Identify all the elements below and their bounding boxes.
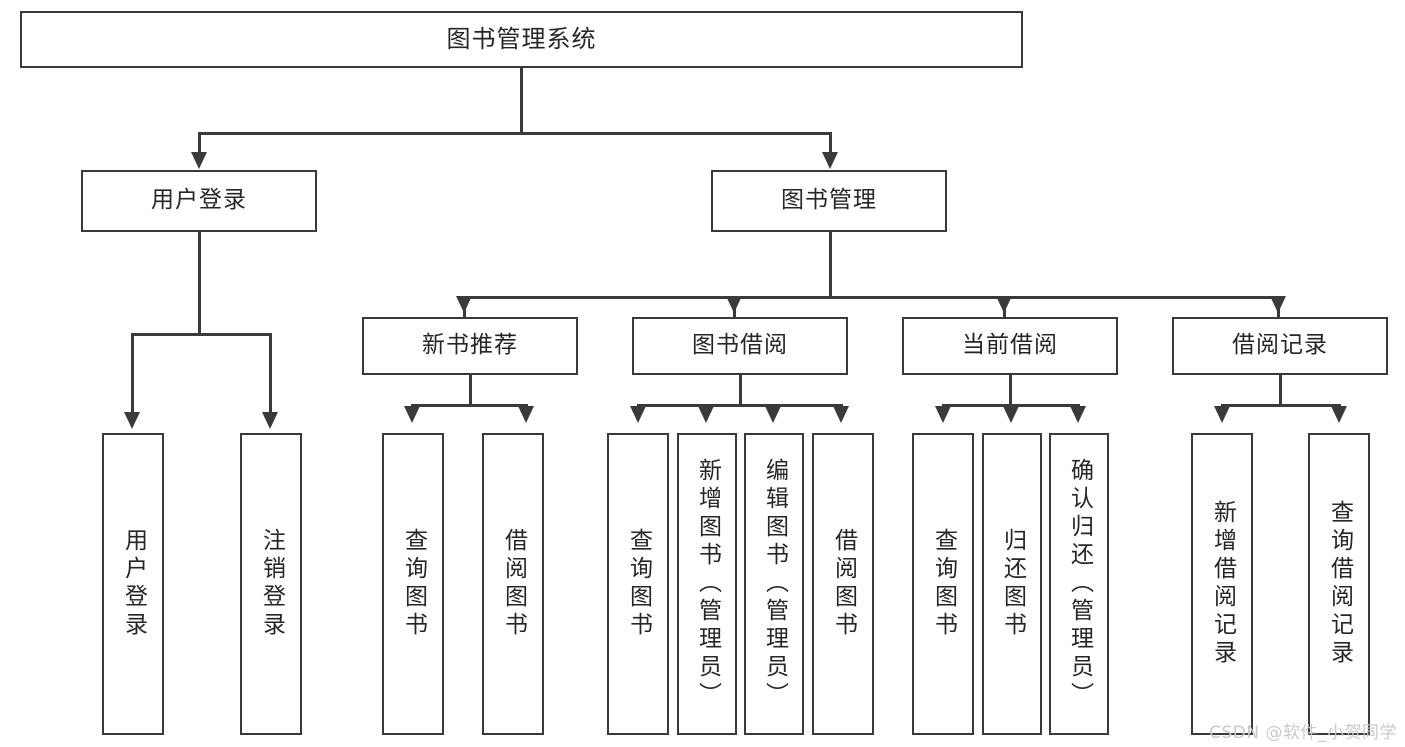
- leaf-user-login-logout[interactable]: 注销登录: [240, 433, 302, 735]
- arrow-cb-to-leaf-2: [1003, 406, 1019, 423]
- leaf-label: 借阅图书: [500, 528, 527, 640]
- connector-borrow-record-bus: [1221, 404, 1340, 407]
- arrow-bm-to-book-borrow: [726, 296, 742, 313]
- leaf-label: 新增图书（管理员）: [694, 458, 721, 710]
- leaf-book-borrow-edit-book-admin[interactable]: 编辑图书（管理员）: [744, 433, 804, 735]
- connector-book-borrow-stem: [739, 375, 742, 406]
- leaf-label: 新增借阅记录: [1209, 500, 1236, 668]
- arrow-bb-to-leaf-2: [698, 406, 714, 423]
- arrow-cb-to-leaf-3: [1070, 406, 1086, 423]
- arrow-bb-to-leaf-1: [630, 406, 646, 423]
- node-current-borrow[interactable]: 当前借阅: [902, 317, 1118, 375]
- leaf-label: 注销登录: [258, 528, 285, 640]
- connector-new-book-bus: [411, 404, 528, 407]
- node-label: 图书管理: [781, 187, 877, 214]
- node-label: 图书管理系统: [446, 25, 597, 54]
- connector-book-management-stem: [829, 232, 832, 298]
- leaf-book-borrow-query-book[interactable]: 查询图书: [607, 433, 669, 735]
- connector-user-login-bus: [131, 333, 272, 336]
- connector-user-login-to-leaf-2: [269, 333, 272, 413]
- node-borrow-record[interactable]: 借阅记录: [1172, 317, 1388, 375]
- leaf-book-borrow-borrow-book[interactable]: 借阅图书: [812, 433, 874, 735]
- arrow-user-login-to-leaf-1: [124, 412, 140, 429]
- arrow-bm-to-new-book: [456, 296, 472, 313]
- arrow-nb-to-leaf-1: [404, 406, 420, 423]
- leaf-user-login-login[interactable]: 用户登录: [102, 433, 164, 735]
- leaf-label: 查询图书: [400, 528, 427, 640]
- leaf-label: 确认归还（管理员）: [1066, 458, 1093, 710]
- node-label: 新书推荐: [422, 332, 518, 359]
- node-label: 借阅记录: [1232, 332, 1328, 359]
- node-new-book-recommend[interactable]: 新书推荐: [362, 317, 578, 375]
- node-label: 用户登录: [151, 187, 247, 214]
- arrow-bb-to-leaf-4: [833, 406, 849, 423]
- leaf-borrow-record-query-record[interactable]: 查询借阅记录: [1308, 433, 1370, 735]
- leaf-current-borrow-query-book[interactable]: 查询图书: [912, 433, 974, 735]
- leaf-label: 归还图书: [999, 528, 1026, 640]
- connector-root-bus: [198, 132, 832, 135]
- node-book-borrow[interactable]: 图书借阅: [632, 317, 848, 375]
- leaf-book-borrow-add-book-admin[interactable]: 新增图书（管理员）: [677, 433, 737, 735]
- leaf-borrow-record-add-record[interactable]: 新增借阅记录: [1191, 433, 1253, 735]
- arrow-bm-to-borrow-record: [1270, 296, 1286, 313]
- connector-user-login-to-leaf-1: [131, 333, 134, 413]
- connector-root-stem: [520, 68, 523, 134]
- node-book-management[interactable]: 图书管理: [711, 170, 947, 232]
- arrow-root-to-user-login: [191, 152, 207, 169]
- leaf-label: 查询图书: [930, 528, 957, 640]
- leaf-label: 借阅图书: [830, 528, 857, 640]
- node-user-login[interactable]: 用户登录: [81, 170, 317, 232]
- connector-current-borrow-stem: [1009, 375, 1012, 406]
- arrow-bb-to-leaf-3: [765, 406, 781, 423]
- node-root-book-management-system[interactable]: 图书管理系统: [20, 11, 1023, 68]
- connector-book-management-bus: [463, 296, 1277, 299]
- node-label: 图书借阅: [692, 332, 788, 359]
- node-label: 当前借阅: [962, 332, 1058, 359]
- connector-new-book-stem: [469, 375, 472, 406]
- arrow-user-login-to-leaf-2: [262, 412, 278, 429]
- connector-user-login-stem: [198, 232, 201, 335]
- leaf-current-borrow-return-book[interactable]: 归还图书: [982, 433, 1042, 735]
- leaf-label: 查询借阅记录: [1326, 500, 1353, 668]
- arrow-root-to-book-management: [822, 152, 838, 169]
- leaf-label: 编辑图书（管理员）: [761, 458, 788, 710]
- connector-book-borrow-bus: [637, 404, 843, 407]
- arrow-br-to-leaf-2: [1331, 406, 1347, 423]
- leaf-current-borrow-confirm-return-admin[interactable]: 确认归还（管理员）: [1049, 433, 1109, 735]
- leaf-label: 查询图书: [625, 528, 652, 640]
- arrow-nb-to-leaf-2: [518, 406, 534, 423]
- arrow-cb-to-leaf-1: [935, 406, 951, 423]
- leaf-new-book-query-book[interactable]: 查询图书: [382, 433, 444, 735]
- arrow-bm-to-current-borrow: [996, 296, 1012, 313]
- arrow-br-to-leaf-1: [1214, 406, 1230, 423]
- connector-root-to-user-login: [198, 132, 201, 154]
- connector-root-to-book-management: [829, 132, 832, 154]
- leaf-new-book-borrow-book[interactable]: 借阅图书: [482, 433, 544, 735]
- csdn-watermark: CSDN @软件_小贺同学: [1209, 723, 1397, 743]
- leaf-label: 用户登录: [120, 528, 147, 640]
- connector-borrow-record-stem: [1279, 375, 1282, 406]
